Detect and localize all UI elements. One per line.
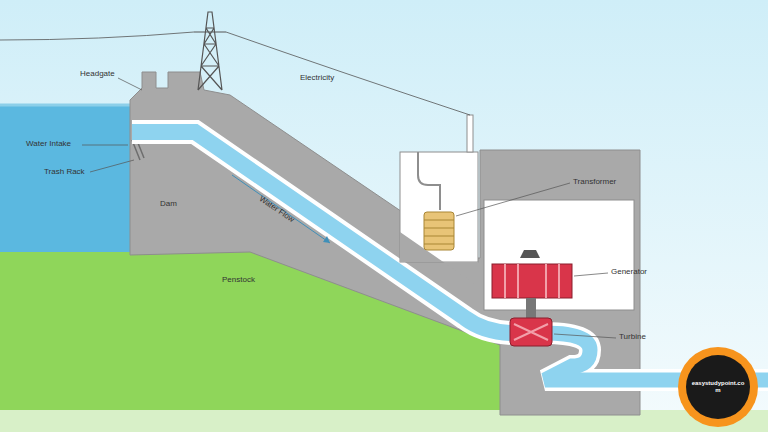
penstock-water	[132, 132, 515, 333]
leader-line	[456, 183, 570, 216]
leader-line	[554, 334, 616, 338]
generator-top	[520, 250, 540, 258]
generator	[492, 264, 572, 298]
transformer-coil	[424, 220, 454, 244]
leader-line	[82, 145, 128, 146]
generator-room	[484, 200, 634, 310]
part-label: Trash Rack	[44, 168, 85, 177]
shaft	[526, 298, 536, 318]
part-label: Turbine	[619, 333, 646, 342]
part-label: Headgate	[80, 70, 115, 79]
penstock-wall	[132, 132, 515, 333]
transformer	[424, 212, 454, 250]
flow-arrow-line	[232, 175, 330, 243]
part-label: Generator	[611, 268, 647, 277]
part-label: Electricity	[300, 74, 334, 83]
leader-line	[90, 160, 134, 172]
cable	[418, 152, 440, 210]
turbine	[510, 318, 552, 346]
watermark: easystudypoint.com	[690, 380, 746, 393]
part-label: Transformer	[573, 178, 616, 187]
reservoir	[0, 105, 132, 252]
leader-line	[574, 273, 608, 276]
logo-core	[686, 355, 750, 419]
logo-ring	[678, 347, 758, 427]
insulator	[467, 115, 473, 152]
water-surface	[0, 104, 132, 107]
power-line	[0, 32, 194, 40]
part-label: Penstock	[222, 276, 255, 285]
generator-stripes	[505, 264, 559, 298]
part-label: Dam	[160, 200, 177, 209]
transmission-tower	[194, 12, 226, 90]
leader-line	[118, 78, 142, 90]
part-label: Water Intake	[26, 140, 71, 149]
ground-edge	[0, 410, 768, 432]
flow-arrow-head	[323, 236, 330, 243]
power-line	[226, 32, 470, 115]
turbine-blades	[514, 324, 548, 340]
